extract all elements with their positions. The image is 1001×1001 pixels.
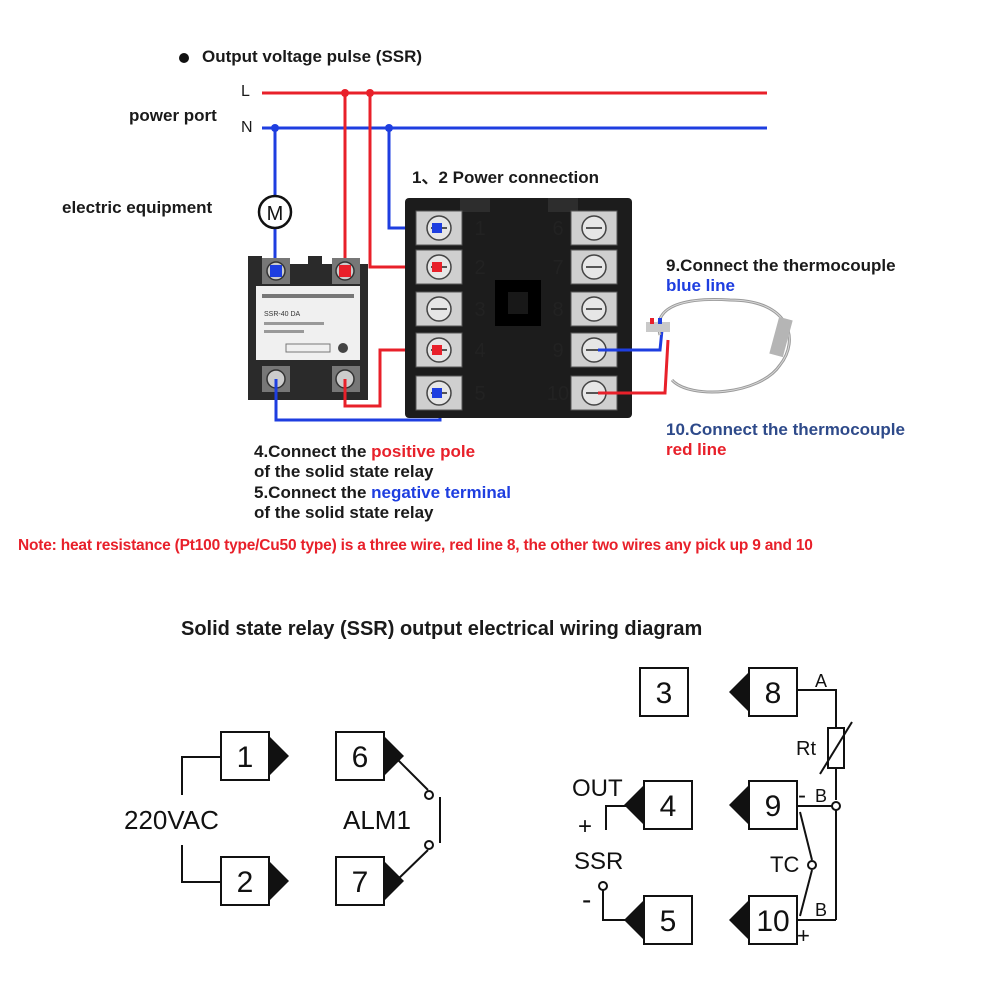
label-plus-out: + xyxy=(578,813,593,840)
label-a: A xyxy=(815,671,828,691)
wire-tip xyxy=(432,388,442,398)
rt-slash xyxy=(819,721,853,775)
wire-red xyxy=(343,348,440,408)
conn5-prefix: 5.Connect the xyxy=(254,483,372,502)
wire-out xyxy=(605,805,640,830)
terminal-box-number: 8 xyxy=(765,677,782,710)
conn4-prefix: 4.Connect the xyxy=(254,442,372,461)
terminal-box-number: 1 xyxy=(237,741,254,774)
label-out: OUT xyxy=(572,775,623,802)
conn5-line2: of the solid state relay xyxy=(254,503,434,522)
terminal-screw xyxy=(570,291,618,327)
line-l-label: L xyxy=(241,83,250,100)
terminal-box-number: 10 xyxy=(756,905,789,938)
tc-blue-title: 9.Connect the thermocouple xyxy=(666,256,896,275)
terminal-box-number: 7 xyxy=(352,866,369,899)
conn4-line2: of the solid state relay xyxy=(254,462,434,481)
terminal-box xyxy=(335,731,404,781)
terminal-box xyxy=(729,667,798,717)
wire-alm1-top xyxy=(394,756,429,791)
wire-blue xyxy=(598,329,664,352)
terminal-number: 1 xyxy=(474,218,485,240)
terminal-box xyxy=(335,856,404,906)
wire-ssr xyxy=(602,890,640,921)
conn5-line1: 5.Connect the negative terminal xyxy=(254,483,511,503)
terminal-screw xyxy=(415,291,463,327)
terminal-box-number: 9 xyxy=(765,790,782,823)
label-rt: Rt xyxy=(796,738,816,760)
conn5-negative: negative terminal xyxy=(371,483,511,502)
terminal-column-left: 1 2 3 4 5 xyxy=(415,210,600,411)
label-b-bottom: B xyxy=(815,900,828,920)
wire-tip xyxy=(432,262,442,272)
label-alm1: ALM1 xyxy=(343,805,411,835)
terminal-box xyxy=(220,731,289,781)
wire-alm1-bottom xyxy=(394,849,429,883)
terminal-number: 2 xyxy=(474,257,485,279)
terminal-box xyxy=(639,667,689,717)
motor-symbol: M xyxy=(267,203,284,225)
contact-node xyxy=(424,790,434,800)
contact-node xyxy=(831,801,841,811)
ssr-model-label: SSR-40 DA xyxy=(264,311,301,318)
label-minus-ssr: - xyxy=(582,884,592,915)
contact-node xyxy=(598,881,608,891)
power-connection-label: 1、2 Power connection xyxy=(412,168,600,187)
terminal-box-number: 4 xyxy=(660,790,677,823)
output-pulse-label: Output voltage pulse (SSR) xyxy=(202,47,423,66)
thermocouple-probe xyxy=(646,297,793,394)
terminal-number: 7 xyxy=(552,257,563,279)
contact-node xyxy=(807,860,817,870)
terminal-number: 9 xyxy=(552,340,563,362)
terminal-box-number: 3 xyxy=(656,677,673,710)
terminal-number: 3 xyxy=(474,299,485,321)
tc-red-label: red line xyxy=(666,440,727,459)
terminal-box-number: 2 xyxy=(237,866,254,899)
terminal-box xyxy=(729,895,798,945)
terminal-number: 4 xyxy=(474,340,485,362)
tc-wire-top xyxy=(799,811,813,861)
terminal-box-number: 6 xyxy=(352,741,369,774)
terminal-number: 8 xyxy=(552,299,563,321)
schematic-terminal-boxes: 1 2 6 7 3 8 4 9 5 10 xyxy=(220,667,798,945)
label-ssr: SSR xyxy=(574,848,624,875)
terminal-screw xyxy=(570,249,618,285)
terminal-screw xyxy=(570,210,618,246)
label-220vac: 220VAC xyxy=(124,805,219,835)
terminal-number: 5 xyxy=(474,383,485,405)
tc-red-title: 10.Connect the thermocouple xyxy=(666,420,905,439)
line-n-label: N xyxy=(241,119,253,136)
electric-equipment-label: electric equipment xyxy=(62,198,213,217)
conn4-line1: 4.Connect the positive pole xyxy=(254,442,475,462)
terminal-column-right: 6 7 8 9 10 xyxy=(547,210,618,411)
schematic-title: Solid state relay (SSR) output electrica… xyxy=(181,618,703,640)
wire-a xyxy=(797,689,837,728)
wire-220vac-bottom xyxy=(181,845,220,883)
terminal-box xyxy=(220,856,289,906)
label-tc: TC xyxy=(770,852,800,877)
terminal-number: 10 xyxy=(547,383,569,405)
wire-220vac-top xyxy=(181,756,220,795)
wire-tip xyxy=(432,345,442,355)
tc-blue-label: blue line xyxy=(666,276,735,295)
terminal-connector xyxy=(339,265,351,277)
contact-node xyxy=(424,840,434,850)
terminal-connector xyxy=(270,265,282,277)
wire-tip xyxy=(432,223,442,233)
terminal-box xyxy=(729,780,798,830)
label-b-top: B xyxy=(815,786,828,806)
conn4-positive: positive pole xyxy=(371,442,476,461)
label-minus-9: - xyxy=(798,782,806,809)
power-port-label: power port xyxy=(129,106,217,125)
ssr-relay: SSR-40 DA xyxy=(248,256,368,400)
label-plus-10: + xyxy=(797,923,810,948)
motor-icon xyxy=(257,194,293,230)
terminal-number: 6 xyxy=(552,218,563,240)
terminal-box-number: 5 xyxy=(660,905,677,938)
bullet-dot xyxy=(179,53,189,63)
wire-red xyxy=(598,339,670,395)
note-text: Note: heat resistance (Pt100 type/Cu50 t… xyxy=(18,537,813,554)
tc-wire-bottom xyxy=(799,869,813,917)
